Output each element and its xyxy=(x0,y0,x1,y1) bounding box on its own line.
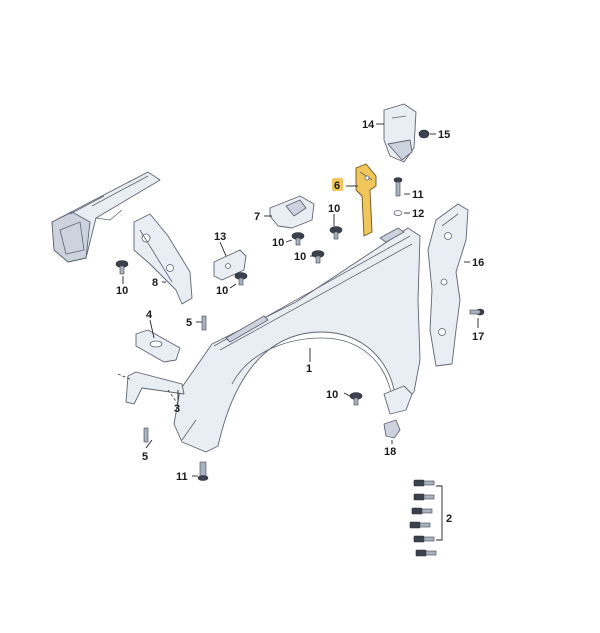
callout-10-bracket7: 10 xyxy=(272,237,284,249)
callout-16: 16 xyxy=(472,257,484,269)
callout-5-upper: 5 xyxy=(186,317,192,329)
fasteners xyxy=(115,129,485,481)
callout-18: 18 xyxy=(384,446,396,458)
part-7-bracket xyxy=(269,195,315,229)
callout-11-lower: 11 xyxy=(176,471,188,483)
callout-10-bracket13: 10 xyxy=(216,285,228,297)
callout-6-badge xyxy=(332,178,343,191)
part-3-bracket xyxy=(117,371,185,405)
leader-lines xyxy=(122,123,479,477)
callout-12: 12 xyxy=(412,208,424,220)
callout-8: 8 xyxy=(152,277,158,289)
callout-15: 15 xyxy=(438,129,450,141)
callout-14: 14 xyxy=(362,119,375,131)
part-14-upper-mount xyxy=(383,103,417,163)
callout-4: 4 xyxy=(146,309,153,321)
callout-3: 3 xyxy=(174,403,180,415)
part-16-side-panel xyxy=(427,203,469,367)
callout-13: 13 xyxy=(214,231,226,243)
part-4-small-panel xyxy=(135,329,181,363)
callout-10-fender-lower: 10 xyxy=(326,389,338,401)
part-6-highlighted-bracket xyxy=(355,163,377,237)
callout-10-left: 10 xyxy=(116,285,128,297)
callout-17: 17 xyxy=(472,331,484,343)
callout-11-upper: 11 xyxy=(412,189,424,201)
callout-1: 1 xyxy=(306,363,312,375)
part-13-small-bracket xyxy=(213,249,247,281)
callout-6: 6 xyxy=(334,180,340,192)
callout-10-center: 10 xyxy=(294,251,306,263)
callout-5-lower: 5 xyxy=(142,451,148,463)
callout-10-bracket6: 10 xyxy=(328,203,340,215)
front-body-structure xyxy=(51,171,161,263)
part-8-support-bracket xyxy=(133,213,193,305)
callout-2: 2 xyxy=(446,513,452,525)
callout-labels: 1 2 3 4 5 5 6 7 8 10 10 10 10 10 11 11 1… xyxy=(116,119,484,525)
callout-7: 7 xyxy=(254,211,260,223)
part-2-fastener-set xyxy=(409,479,443,557)
part-1-front-fender xyxy=(173,227,421,453)
